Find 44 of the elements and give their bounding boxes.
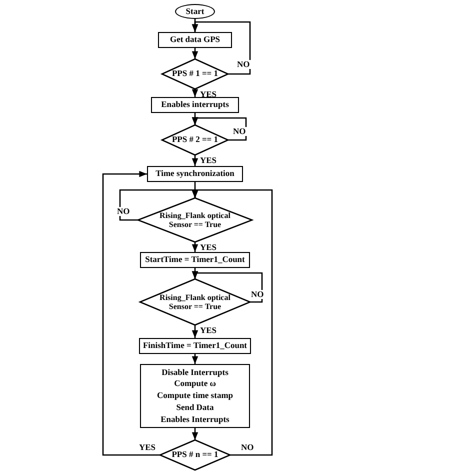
node-text: Disable Interrupts bbox=[162, 368, 228, 378]
node-text: Enables interrupts bbox=[161, 100, 229, 110]
node-text: Send Data bbox=[176, 402, 214, 413]
node-text: PPS # 1 == 1 bbox=[172, 69, 218, 79]
terminator-oval bbox=[175, 4, 215, 19]
edge-label: NO bbox=[236, 60, 251, 68]
process-box bbox=[151, 97, 239, 113]
arrow bbox=[192, 428, 198, 440]
edge-label: YES bbox=[199, 156, 218, 164]
node-text: Rising_Flank optical Sensor == True bbox=[158, 210, 232, 230]
process-box bbox=[147, 166, 243, 182]
node-text: Compute time stamp bbox=[156, 391, 234, 401]
node-text: StartTime = Timer1_Count bbox=[145, 255, 245, 265]
edge-label: YES bbox=[199, 243, 218, 252]
edge-label: NO bbox=[250, 290, 265, 298]
arrow bbox=[102, 170, 160, 456]
node-text: Start bbox=[186, 6, 204, 16]
node-text: PPS # n == 1 bbox=[172, 450, 218, 460]
node-text: Get data GPS bbox=[170, 35, 220, 45]
arrow bbox=[192, 155, 198, 166]
node-text: PPS # 2 == 1 bbox=[172, 135, 218, 145]
arrow bbox=[192, 21, 251, 75]
arrow bbox=[192, 48, 198, 59]
node-text: Time synchronization bbox=[156, 169, 234, 179]
arrow bbox=[192, 242, 198, 252]
node-text: Compute ω bbox=[174, 379, 216, 390]
process-box bbox=[140, 252, 250, 268]
edge-label: NO bbox=[240, 443, 255, 452]
arrow bbox=[192, 325, 198, 338]
process-box bbox=[140, 364, 250, 428]
node-text: Rising_Flank optical Sensor == True bbox=[158, 292, 232, 312]
edge-label: NO bbox=[232, 127, 247, 136]
arrow bbox=[192, 354, 198, 364]
process-box bbox=[139, 338, 251, 354]
arrow bbox=[192, 189, 273, 456]
process-box bbox=[158, 32, 232, 48]
arrow bbox=[192, 89, 198, 97]
node-text: Enables Interrupts bbox=[160, 414, 230, 424]
arrow bbox=[192, 117, 247, 141]
edge-label: YES bbox=[138, 443, 157, 452]
edge-label: YES bbox=[199, 326, 218, 334]
arrow bbox=[192, 271, 263, 303]
node-text: FinishTime = Timer1_Count bbox=[142, 341, 248, 351]
edge-label: NO bbox=[116, 207, 131, 216]
